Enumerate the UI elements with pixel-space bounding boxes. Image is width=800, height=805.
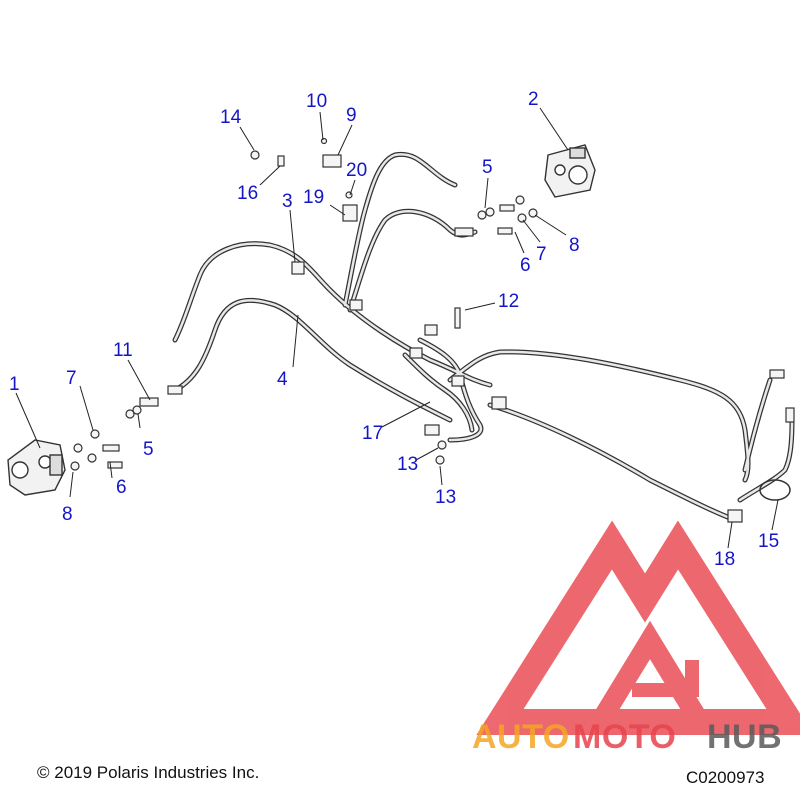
rear-caliper <box>544 144 596 198</box>
watermark-word-auto: AUTO <box>472 718 570 756</box>
callout-20: 20 <box>346 160 368 181</box>
callout-19: 19 <box>303 187 325 208</box>
callout-7-rear: 7 <box>536 244 547 265</box>
leader-lines <box>15 107 779 549</box>
callout-17: 17 <box>362 423 384 444</box>
callout-5-rear: 5 <box>482 157 493 178</box>
callout-1: 1 <box>9 374 20 395</box>
callout-2: 2 <box>528 89 539 110</box>
callout-8-rear: 8 <box>569 235 580 256</box>
callout-15: 15 <box>758 531 780 552</box>
callout-5-front: 5 <box>143 439 154 460</box>
clip-loop-15 <box>759 479 791 501</box>
callout-13-lower: 13 <box>435 487 457 508</box>
diagram-code: C0200973 <box>686 768 765 787</box>
callout-12: 12 <box>498 291 520 312</box>
callout-13-upper: 13 <box>397 454 419 475</box>
callout-6-front: 6 <box>116 477 127 498</box>
hose-upper-rear-2 <box>347 208 478 313</box>
callout-3: 3 <box>282 191 293 212</box>
callout-8-front: 8 <box>62 504 73 525</box>
watermark-logo <box>476 520 800 735</box>
callout-7-front: 7 <box>66 368 77 389</box>
copyright-text: © 2019 Polaris Industries Inc. <box>37 763 260 782</box>
front-caliper <box>7 439 66 496</box>
watermark-word-hub: HUB <box>707 718 783 756</box>
hose-long-right <box>447 349 751 483</box>
callout-16: 16 <box>237 183 259 204</box>
callout-11: 11 <box>113 340 133 361</box>
callout-9: 9 <box>346 105 357 126</box>
callout-4: 4 <box>277 369 288 390</box>
brake-hoses <box>172 151 795 521</box>
callout-14: 14 <box>220 107 242 128</box>
watermark-word-moto: MOTO <box>573 718 677 756</box>
callout-18: 18 <box>714 549 736 570</box>
callout-6-rear: 6 <box>520 255 531 276</box>
hardware <box>70 137 795 523</box>
callout-10: 10 <box>306 91 328 112</box>
